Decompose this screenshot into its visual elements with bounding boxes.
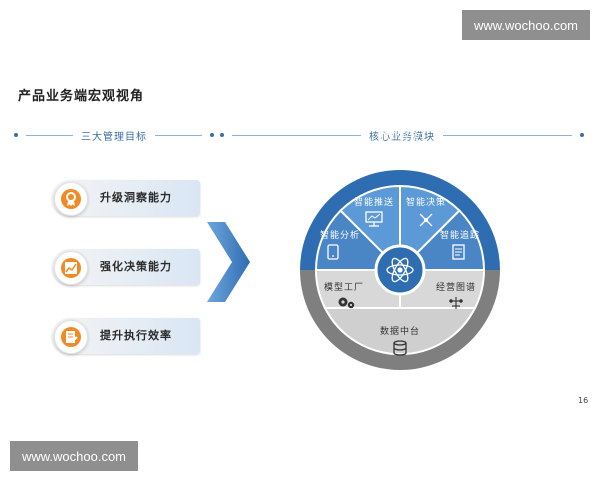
trend-chart-icon bbox=[54, 251, 88, 285]
goal-insight: 升级洞察能力 bbox=[52, 180, 200, 216]
app-label-decision: 智能决策 bbox=[406, 196, 446, 208]
ring-bottom-label: 核心支撑 bbox=[380, 387, 421, 401]
goal-decision: 强化决策能力 bbox=[52, 249, 200, 285]
goal-label: 提升执行效率 bbox=[100, 329, 172, 342]
header-line bbox=[155, 134, 202, 136]
left-section-header: 三大管理目标 bbox=[14, 128, 214, 143]
right-section-header: 核心业务模块 bbox=[220, 128, 584, 143]
goal-label: 强化决策能力 bbox=[100, 260, 172, 273]
header-dot bbox=[14, 133, 18, 137]
ring-bottom-segment bbox=[300, 270, 500, 370]
support-label-data-platform: 数据中台 bbox=[380, 325, 420, 337]
ring-top-segment bbox=[300, 170, 500, 270]
sector-smart-analysis bbox=[314, 209, 403, 271]
app-label-analysis: 智能分析 bbox=[320, 229, 360, 241]
goal-efficiency: 提升执行效率 bbox=[52, 318, 200, 354]
tablet-icon bbox=[327, 244, 339, 260]
header-dot bbox=[210, 133, 214, 137]
header-line bbox=[443, 134, 572, 136]
header-dot bbox=[220, 133, 224, 137]
header-line bbox=[232, 134, 361, 136]
ring-top-label: 核心应用 bbox=[379, 129, 422, 143]
monitor-chart-icon bbox=[365, 211, 383, 227]
sector-smart-tracking bbox=[397, 209, 486, 271]
chevron-arrow bbox=[207, 222, 250, 302]
page-number: 16 bbox=[578, 396, 589, 405]
header-dot bbox=[580, 133, 584, 137]
graph-tree-icon bbox=[449, 297, 463, 309]
sector-smart-push bbox=[339, 184, 401, 273]
app-label-push: 智能推送 bbox=[354, 196, 394, 208]
goal-label: 升级洞察能力 bbox=[100, 191, 172, 204]
document-pen-icon bbox=[54, 320, 88, 354]
support-label-business-graph: 经营图谱 bbox=[436, 281, 476, 293]
app-label-tracking: 智能追踪 bbox=[440, 229, 480, 241]
document-icon bbox=[452, 244, 465, 260]
sector-smart-decision bbox=[399, 184, 461, 273]
left-section-title: 三大管理目标 bbox=[81, 131, 147, 143]
network-arrows-icon bbox=[419, 213, 433, 227]
right-section-title: 核心业务模块 bbox=[369, 131, 435, 143]
watermark-top: www.wochoo.com bbox=[462, 10, 590, 40]
atom-icon bbox=[386, 257, 414, 283]
watermark-bottom: www.wochoo.com bbox=[10, 441, 138, 471]
header-line bbox=[26, 134, 73, 136]
database-icon bbox=[393, 340, 407, 356]
support-label-model-factory: 模型工厂 bbox=[324, 282, 364, 293]
page-title: 产品业务端宏观视角 bbox=[18, 89, 145, 104]
award-medal-icon bbox=[54, 182, 88, 216]
gears-icon bbox=[338, 297, 355, 309]
